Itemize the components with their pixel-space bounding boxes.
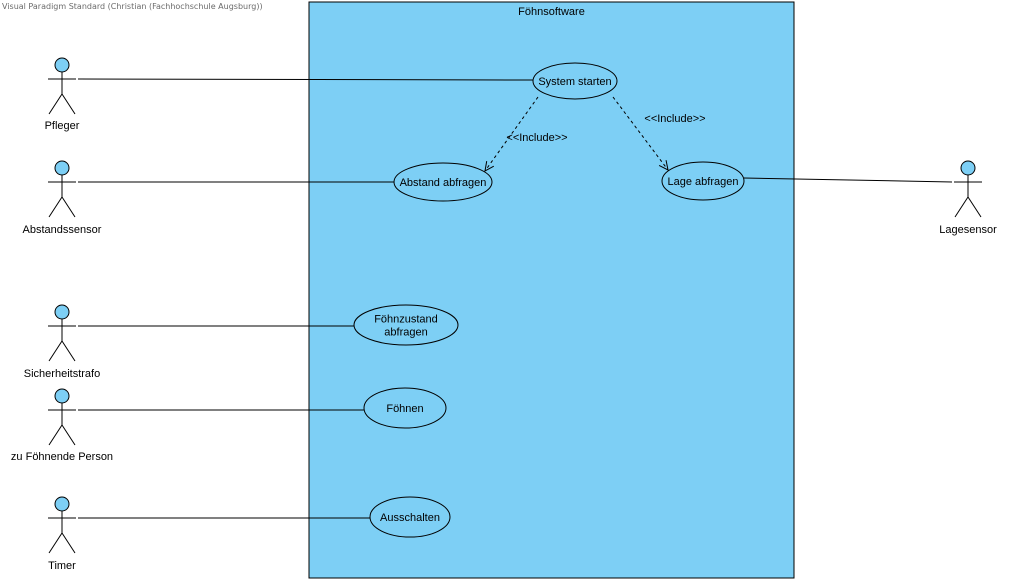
usecase-ellipse bbox=[363, 387, 447, 429]
include-abstand-abfragen: <<Include>> bbox=[484, 96, 568, 172]
actor-right-leg bbox=[61, 340, 76, 362]
usecase-ellipse bbox=[393, 162, 493, 202]
actor-left-leg bbox=[954, 196, 969, 218]
actor-head bbox=[54, 57, 70, 73]
actor-label: Lagesensor bbox=[939, 224, 997, 236]
actor-right-leg bbox=[967, 196, 982, 218]
system-boundary bbox=[308, 1, 795, 579]
actor-left-leg bbox=[48, 424, 63, 446]
usecase-foehnen[interactable]: Föhnen bbox=[363, 387, 447, 429]
include-lage-abfragen: <<Include>> bbox=[612, 96, 706, 171]
usecase-ausschalten[interactable]: Ausschalten bbox=[369, 496, 451, 538]
usecase-label: Ausschalten bbox=[380, 512, 440, 524]
actor-person[interactable]: zu Föhnende Person bbox=[11, 388, 113, 463]
actor-abstandssensor[interactable]: Abstandssensor bbox=[23, 160, 102, 236]
association-lagesensor bbox=[743, 177, 953, 183]
watermark-text: Visual Paradigm Standard (Christian (Fac… bbox=[2, 2, 263, 11]
actor-label: Abstandssensor bbox=[23, 224, 102, 236]
actor-label: Pfleger bbox=[45, 120, 80, 132]
actor-pfleger[interactable]: Pfleger bbox=[45, 57, 80, 132]
actor-head bbox=[54, 304, 70, 320]
usecase-label: Föhnzustand bbox=[374, 314, 438, 326]
actor-timer[interactable]: Timer bbox=[48, 496, 76, 572]
usecase-label: Lage abfragen bbox=[668, 176, 739, 188]
actor-right-leg bbox=[61, 532, 76, 554]
usecase-system-starten[interactable]: System starten bbox=[532, 62, 618, 100]
usecase-ellipse bbox=[661, 161, 745, 201]
usecase-label: Föhnen bbox=[386, 403, 423, 415]
usecase-ellipse bbox=[353, 304, 459, 346]
usecase-ellipse bbox=[532, 62, 618, 100]
actor-lagesensor[interactable]: Lagesensor bbox=[939, 160, 997, 236]
usecase-lage-abfragen[interactable]: Lage abfragen bbox=[661, 161, 745, 201]
usecase-label: abfragen bbox=[384, 327, 427, 339]
actor-left-leg bbox=[48, 93, 63, 115]
actor-head bbox=[54, 496, 70, 512]
include-label: <<Include>> bbox=[506, 132, 567, 144]
usecase-label: System starten bbox=[538, 76, 611, 88]
actor-right-leg bbox=[61, 196, 76, 218]
usecase-ellipse bbox=[369, 496, 451, 538]
actor-label: zu Föhnende Person bbox=[11, 451, 113, 463]
include-arrowhead bbox=[484, 161, 495, 172]
actor-head bbox=[54, 388, 70, 404]
usecase-label: Abstand abfragen bbox=[400, 177, 487, 189]
actor-left-leg bbox=[48, 196, 63, 218]
usecase-abstand-abfragen[interactable]: Abstand abfragen bbox=[393, 162, 493, 202]
actor-label: Sicherheitstrafo bbox=[24, 368, 100, 380]
actor-left-leg bbox=[48, 532, 63, 554]
actor-head bbox=[54, 160, 70, 176]
actor-right-leg bbox=[61, 424, 76, 446]
actor-left-leg bbox=[48, 340, 63, 362]
system-title: Föhnsoftware bbox=[518, 6, 585, 18]
include-label: <<Include>> bbox=[644, 113, 705, 125]
actor-label: Timer bbox=[48, 560, 76, 572]
actor-right-leg bbox=[61, 93, 76, 115]
association-pfleger bbox=[77, 78, 534, 81]
actor-sicherheitstrafo[interactable]: Sicherheitstrafo bbox=[24, 304, 100, 380]
actor-head bbox=[960, 160, 976, 176]
include-arrowhead bbox=[658, 160, 669, 171]
